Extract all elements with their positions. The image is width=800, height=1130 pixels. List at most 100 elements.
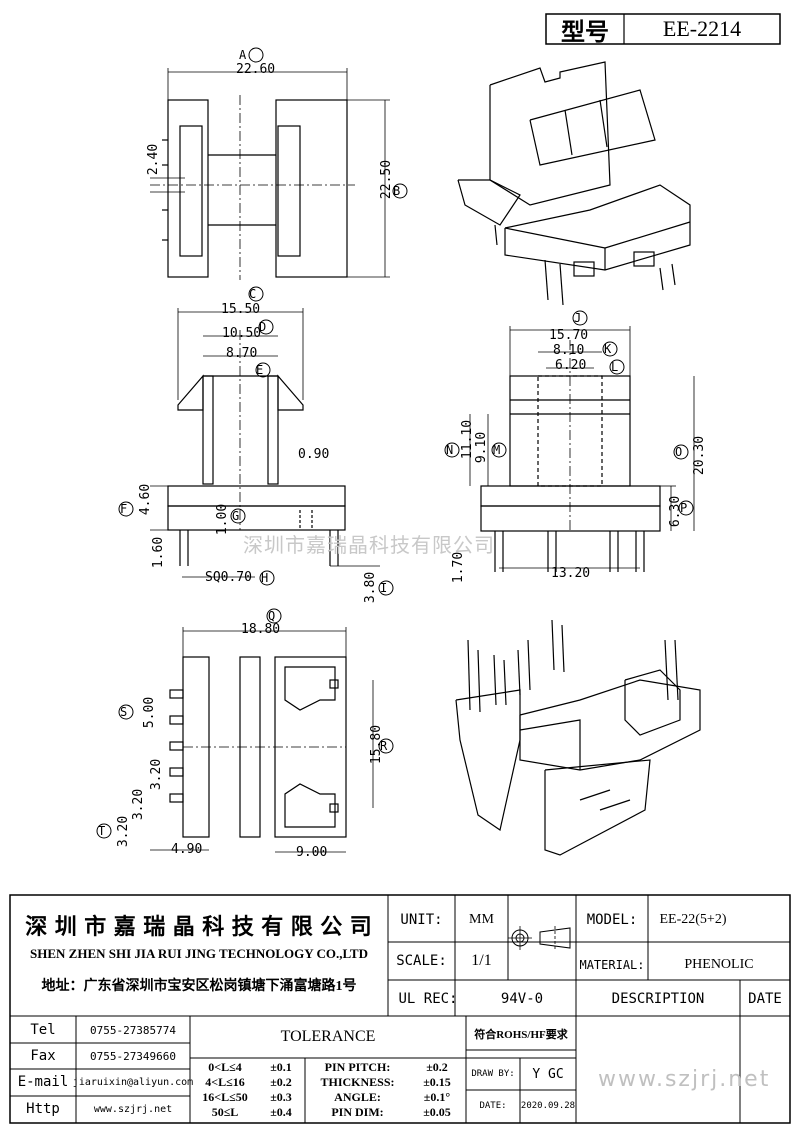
fax-value: 0755-27349660 xyxy=(89,1049,177,1063)
dim-F: 4.60 xyxy=(138,483,154,516)
dim-label-J: J xyxy=(574,311,582,325)
dim-S: 5.00 xyxy=(142,696,158,729)
dim-R: 15.80 xyxy=(369,724,385,765)
dim-label-O: O xyxy=(675,445,683,459)
tel-value: 0755-27385774 xyxy=(89,1023,177,1037)
dim-E: 8.70 xyxy=(226,346,258,361)
dim-J: 15.70 xyxy=(549,328,589,343)
dim-label-K: K xyxy=(604,342,612,356)
tol-name: PIN DIM: xyxy=(331,1105,384,1119)
date-header: DATE xyxy=(748,991,782,1007)
description-label: DESCRIPTION xyxy=(611,991,705,1007)
footer-watermark: www.szjrj.net xyxy=(598,1067,771,1092)
ul-value: 94V-0 xyxy=(500,991,544,1007)
dim-label-M: M xyxy=(493,443,501,457)
dim-B: 22.50 xyxy=(379,159,395,200)
tol-value: ±0.2 xyxy=(270,1075,292,1089)
tol-range: 16<L≤50 xyxy=(202,1090,248,1104)
dim-label-C: C xyxy=(249,287,257,301)
tol-value: ±0.4 xyxy=(270,1105,292,1119)
dim-G: 1.00 xyxy=(215,503,231,536)
dim-label-Q: Q xyxy=(268,609,276,623)
dim-label-R: R xyxy=(380,739,388,753)
dim-M: 9.10 xyxy=(474,431,490,464)
iso-view-top xyxy=(457,61,691,306)
tol-name-value: ±0.05 xyxy=(423,1105,451,1119)
model-value: EE-22(5+2) xyxy=(659,912,727,927)
mid-left-view xyxy=(118,286,394,596)
dim-H: SQ0.70 xyxy=(205,570,252,585)
tol-name-value: ±0.1° xyxy=(423,1090,451,1104)
scale-label: SCALE: xyxy=(396,953,447,969)
dim-label-E: E xyxy=(256,363,264,377)
material-label: MATERIAL: xyxy=(579,958,645,972)
dim-pitch2: 3.20 xyxy=(131,788,147,821)
company-name-en: SHEN ZHEN SHI JIA RUI JING TECHNOLOGY CO… xyxy=(30,946,368,961)
dim-label-B: B xyxy=(393,184,401,198)
dim-N: 11.10 xyxy=(460,419,476,460)
iso-view-bottom xyxy=(455,619,701,856)
mid-right-view xyxy=(444,310,695,572)
tol-name: ANGLE: xyxy=(334,1090,381,1104)
dim-spacing: 13.20 xyxy=(551,566,591,581)
tol-name: THICKNESS: xyxy=(320,1075,395,1089)
scale-value: 1/1 xyxy=(471,952,492,969)
dim-A: 22.60 xyxy=(236,62,276,77)
tol-value: ±0.1 xyxy=(270,1060,292,1074)
bottom-left-view xyxy=(96,608,394,853)
dim-I: 3.80 xyxy=(363,571,379,604)
model-label: MODEL: xyxy=(586,912,638,928)
dim-label-N: N xyxy=(446,443,454,457)
dim-label-A: A xyxy=(239,48,247,62)
dim-pitch1: 3.20 xyxy=(149,758,165,791)
dim-O: 20.30 xyxy=(692,435,708,476)
dim-label-T: T xyxy=(98,824,106,838)
unit-label: UNIT: xyxy=(400,912,443,928)
material-value: PHENOLIC xyxy=(684,957,754,972)
ul-label: UL REC: xyxy=(398,991,458,1007)
dim-web: 0.90 xyxy=(298,447,330,462)
date-value: 2020.09.28 xyxy=(520,1101,576,1111)
tol-range: 4<L≤16 xyxy=(205,1075,245,1089)
company-address: 地址：广东省深圳市宝安区松岗镇塘下涌富塘路1号 xyxy=(41,979,357,994)
date-label: DATE: xyxy=(479,1101,507,1111)
dim-label-S: S xyxy=(120,705,128,719)
http-value: www.szjrj.net xyxy=(93,1103,173,1115)
dim-label-P: P xyxy=(680,501,688,515)
rohs-note: 符合ROHS/HF要求 xyxy=(474,1029,568,1041)
tol-name-value: ±0.2 xyxy=(426,1060,448,1074)
dim-left-w: 4.90 xyxy=(171,842,203,857)
dim-D: 10.50 xyxy=(222,326,262,341)
dim-K: 8.10 xyxy=(553,343,585,358)
dim-C: 15.50 xyxy=(221,302,261,317)
dim-label-H: H xyxy=(261,571,269,585)
type-label: 型号 xyxy=(561,19,609,46)
email-value: jiaruixin@aliyun.com xyxy=(72,1076,194,1088)
dim-P: 6.30 xyxy=(668,495,684,528)
dim-label-G: G xyxy=(232,509,240,523)
email-label: E-mail xyxy=(17,1074,69,1090)
top-left-view xyxy=(150,47,408,280)
dim-label-D: D xyxy=(259,320,267,334)
tel-label: Tel xyxy=(30,1022,56,1038)
tolerance-title: TOLERANCE xyxy=(280,1028,376,1045)
title-block-frame xyxy=(9,894,791,1124)
tol-name-value: ±0.15 xyxy=(423,1075,451,1089)
fax-label: Fax xyxy=(30,1048,56,1064)
dim-small: 2.40 xyxy=(146,143,162,176)
dim-pin-len: 1.60 xyxy=(151,536,167,569)
dim-L: 6.20 xyxy=(555,358,587,373)
tol-range: 50≤L xyxy=(211,1105,239,1119)
dim-T: 3.20 xyxy=(116,815,132,848)
draw-value: Y GC xyxy=(532,1066,564,1082)
watermark-text: 深圳市嘉瑞晶科技有限公司 xyxy=(243,533,495,557)
dim-right-w: 9.00 xyxy=(296,845,328,860)
dim-label-I: I xyxy=(380,581,388,595)
company-name-cn: 深 圳 市 嘉 瑞 晶 科 技 有 限 公 司 xyxy=(25,914,373,939)
draw-label: DRAW BY: xyxy=(471,1069,515,1079)
http-label: Http xyxy=(26,1101,60,1117)
dim-Q: 18.80 xyxy=(241,622,281,637)
dim-label-L: L xyxy=(611,360,619,374)
tol-value: ±0.3 xyxy=(270,1090,292,1104)
tol-name: PIN PITCH: xyxy=(324,1060,391,1074)
